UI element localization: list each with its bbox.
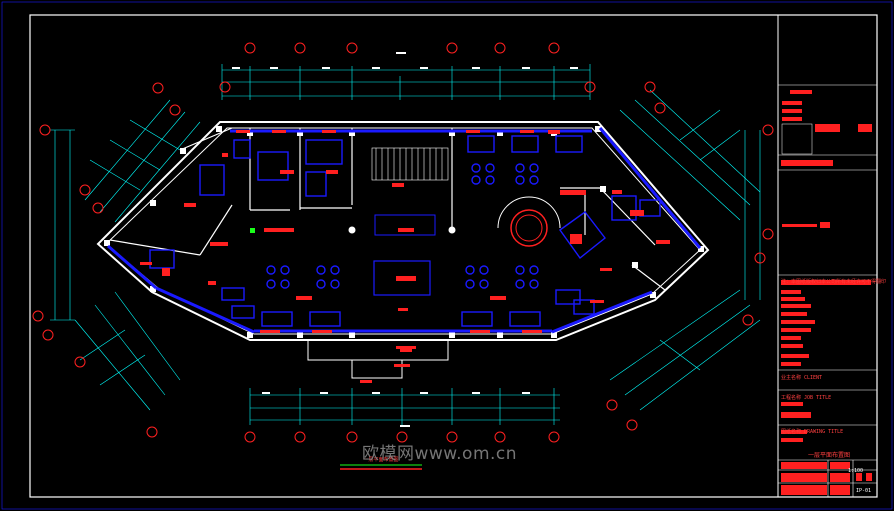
title-block xyxy=(777,15,877,497)
watermark: 欧模网www.om.cn xyxy=(362,444,518,464)
entrance-notes xyxy=(360,346,416,383)
room-labels xyxy=(140,130,670,352)
axis-bubbles xyxy=(32,42,774,443)
interior-walls xyxy=(109,127,666,291)
title-block-scale: 1:100 xyxy=(848,468,864,474)
furniture xyxy=(149,135,661,379)
round-feature xyxy=(497,196,561,247)
staircase xyxy=(371,147,449,181)
title-block-job-label: 工程名称 JOB TITLE xyxy=(781,395,832,401)
central-rug xyxy=(373,260,431,296)
title-block-drawing-label: 图纸名称 DRAWING TITLE xyxy=(781,429,844,435)
lamp-markers xyxy=(250,226,456,234)
seating-group xyxy=(316,265,340,289)
seating-group xyxy=(515,265,539,289)
title-block-revision-table xyxy=(781,280,871,366)
dimension-lines xyxy=(50,64,761,425)
seating-group xyxy=(266,265,290,289)
wall-hatch xyxy=(107,127,702,334)
title-block-client-label: 业主名称 CLIENT xyxy=(781,375,823,381)
title-block-sheet-number: IP-01 xyxy=(856,488,872,494)
seating-group xyxy=(471,163,495,185)
title-block-drawing-title: 一层平面布置图 xyxy=(807,452,850,459)
title-block-note: 注：本图纸版权归本公司所有未经许可不得翻印 xyxy=(781,279,887,285)
sheet-border xyxy=(29,14,878,498)
dimension-ticks xyxy=(232,52,578,427)
seating-group xyxy=(515,163,539,185)
plan-caption: 一层平面布置图 xyxy=(363,457,399,463)
seating-group xyxy=(465,265,489,289)
plan-caption-underline xyxy=(340,464,422,470)
reception-desk xyxy=(374,214,436,236)
